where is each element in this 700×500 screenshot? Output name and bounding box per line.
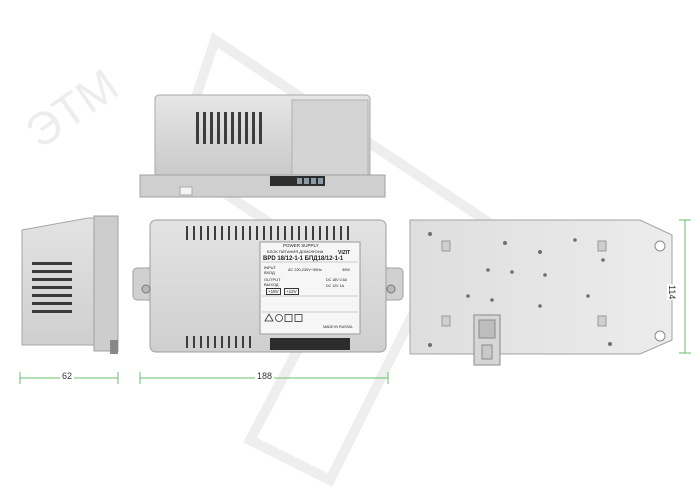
label-input-en: INPUT — [264, 265, 276, 270]
dimension-width: 188 — [255, 371, 275, 381]
dimension-depth: 62 — [60, 371, 75, 381]
label-output-curr2: DC 12V 1A — [326, 284, 344, 288]
label-input-ru: ВХОД — [264, 270, 275, 275]
side-view — [21, 215, 119, 354]
back-view — [409, 219, 673, 366]
side-vents — [32, 262, 72, 313]
back-holes — [428, 232, 612, 347]
terminal-block — [297, 178, 323, 184]
mount-hole-bottom — [654, 330, 666, 342]
label-output-curr1: DC 18V 0.5A — [326, 278, 347, 282]
label-output-v1: +18V — [266, 288, 281, 295]
label-subheader: БЛОК ПИТАНИЯ ДОМОФОНА — [267, 249, 324, 254]
screw-left — [141, 284, 151, 294]
label-input-power: 30W — [342, 268, 350, 272]
label-made-in: MADE IN RUSSIA — [323, 325, 353, 329]
label-header: POWER SUPPLY — [283, 243, 319, 248]
top-vents — [196, 112, 262, 144]
mount-hole-top — [654, 240, 666, 252]
label-output-ru: ВЫХОД — [264, 282, 279, 287]
label-model: BPD 18/12-1-1 БПД18/12-1-1 — [263, 256, 344, 262]
label-output-v2: +12V — [284, 288, 299, 295]
front-view — [132, 219, 404, 353]
dimension-height: 114 — [667, 284, 677, 301]
front-vents-top — [186, 226, 349, 240]
screw-right — [386, 284, 396, 294]
label-brand: VIZIT — [338, 250, 351, 256]
watermark-logo: ЭТМ — [16, 59, 127, 159]
cert-icons — [264, 313, 303, 322]
label-input-value: AC 220-230V~50Hz — [288, 268, 322, 272]
label-output-en: OUTPUT — [264, 277, 281, 282]
top-view — [139, 94, 386, 198]
front-vents-bottom — [186, 336, 251, 348]
